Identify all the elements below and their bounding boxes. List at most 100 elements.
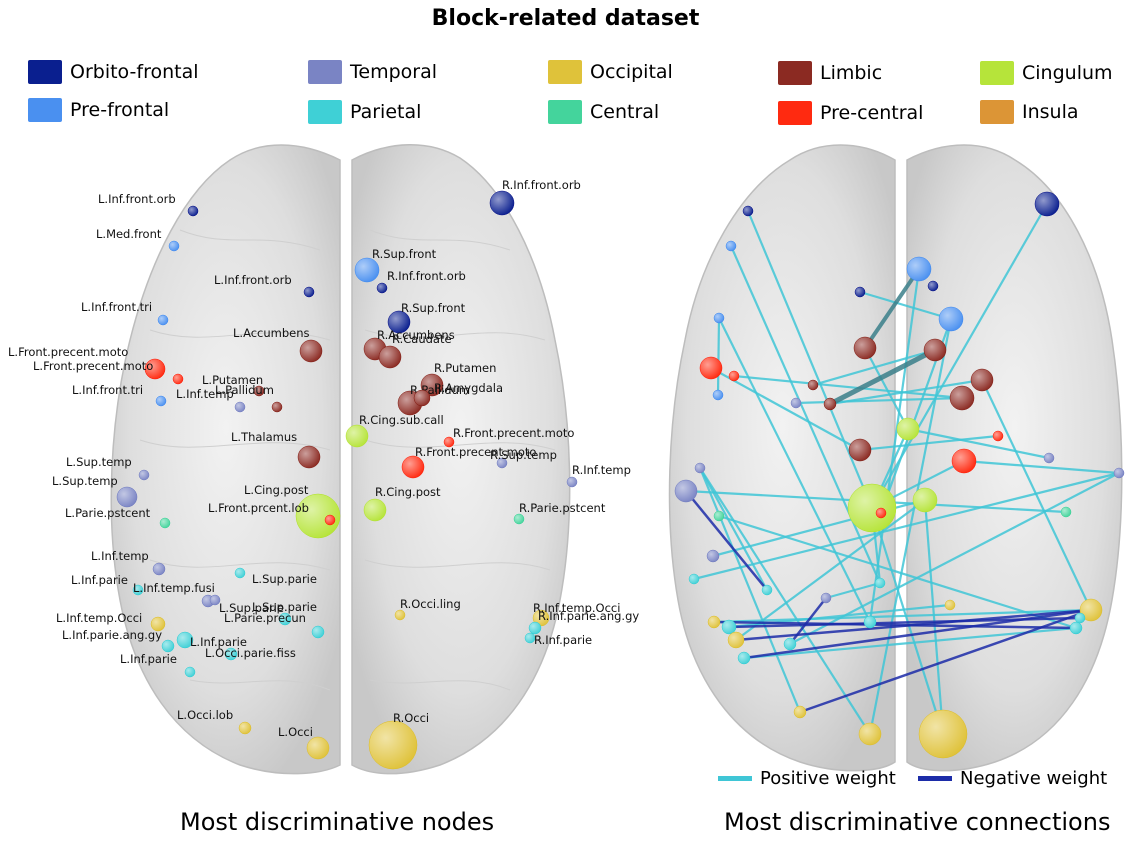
brain-node bbox=[184, 666, 196, 678]
brain-node bbox=[311, 625, 325, 639]
brain-node bbox=[172, 373, 184, 385]
legend-item-pre-frontal: Pre-frontal bbox=[28, 98, 169, 122]
brain-gyri bbox=[139, 229, 556, 691]
legend-label: Limbic bbox=[820, 62, 883, 84]
node-label: L.Inf.temp.fusi bbox=[133, 581, 215, 595]
brain-node bbox=[116, 486, 138, 508]
connection-node bbox=[912, 487, 938, 513]
caption-left: Most discriminative nodes bbox=[180, 808, 495, 836]
connection-node bbox=[863, 615, 877, 629]
connection-edge bbox=[870, 507, 945, 735]
node-label: L.Sup.temp bbox=[52, 474, 118, 488]
legend-item-limbic: Limbic bbox=[778, 61, 882, 85]
connection-node bbox=[896, 417, 920, 441]
brain-node bbox=[420, 373, 444, 397]
connection-edge bbox=[710, 367, 861, 451]
legend-swatch bbox=[28, 60, 62, 84]
negative-weight-legend: Negative weight bbox=[918, 768, 1107, 789]
connection-edge bbox=[799, 608, 1092, 714]
connection-edge bbox=[698, 467, 802, 713]
brain-node bbox=[187, 205, 199, 217]
negative-weight-label: Negative weight bbox=[960, 768, 1108, 789]
brain-node bbox=[513, 513, 525, 525]
node-label: L.Inf.front.orb bbox=[98, 192, 176, 206]
connection-node bbox=[847, 483, 897, 533]
connection-edge bbox=[963, 459, 1120, 475]
brain-node bbox=[354, 257, 380, 283]
node-label: L.Occi bbox=[278, 725, 313, 739]
legend-swatch bbox=[980, 61, 1014, 85]
connection-node bbox=[713, 312, 725, 324]
node-label: L.Sup.parie bbox=[219, 601, 284, 615]
connection-edge bbox=[789, 597, 827, 645]
connection-edge bbox=[789, 472, 1120, 645]
brain-node bbox=[368, 720, 418, 770]
connection-edge bbox=[859, 434, 999, 452]
left-hemisphere-connections bbox=[668, 144, 896, 772]
brain-node bbox=[176, 631, 194, 649]
nodes-right bbox=[674, 191, 1125, 759]
positive-weight-swatch bbox=[718, 776, 752, 781]
legend-label: Pre-central bbox=[820, 102, 924, 124]
node-label: R.Inf.temp bbox=[572, 463, 631, 477]
connection-node bbox=[790, 397, 802, 409]
connection-node bbox=[742, 205, 754, 217]
connection-node bbox=[1069, 621, 1083, 635]
node-label: R.Inf.temp.Occi bbox=[533, 601, 620, 615]
brain-node bbox=[159, 517, 171, 529]
brain-node bbox=[345, 424, 369, 448]
figure-title: Block-related dataset bbox=[431, 6, 700, 31]
brain-node bbox=[528, 621, 542, 635]
legend-label: Pre-frontal bbox=[70, 99, 170, 121]
brain-node bbox=[363, 498, 387, 522]
node-label: L.Front.precent.moto bbox=[8, 345, 128, 359]
connection-node bbox=[807, 379, 819, 391]
node-label: L.Front.precent.moto bbox=[33, 359, 153, 373]
connection-node bbox=[992, 430, 1004, 442]
connection-edge bbox=[825, 581, 881, 600]
node-label: L.Occi.parie.fiss bbox=[205, 646, 296, 660]
node-label: R.Amygdala bbox=[434, 381, 503, 395]
legend-item-pre-central: Pre-central bbox=[778, 101, 923, 125]
brain-node bbox=[238, 721, 252, 735]
legend-label: Occipital bbox=[590, 61, 673, 83]
positive-weight-label: Positive weight bbox=[760, 768, 896, 789]
connection-edge bbox=[829, 378, 983, 406]
brain-node bbox=[155, 395, 167, 407]
node-label: R.Inf.front.orb bbox=[502, 178, 581, 192]
brain-node bbox=[496, 457, 508, 469]
connection-edge bbox=[729, 245, 882, 584]
connection-node bbox=[858, 722, 882, 746]
node-label: R.Inf.front.orb bbox=[387, 269, 466, 283]
legend-swatch bbox=[548, 60, 582, 84]
node-label: L.Sup.temp bbox=[66, 455, 132, 469]
node-label: R.Sup.front bbox=[401, 301, 466, 315]
connection-edge bbox=[718, 514, 1077, 630]
node-label: R.Accumbens bbox=[377, 328, 455, 342]
connection-edges bbox=[685, 203, 1120, 735]
brain-node bbox=[209, 594, 221, 606]
node-label: R.Cing.sub.call bbox=[359, 413, 444, 427]
node-label: L.Inf.parie bbox=[190, 635, 247, 649]
connection-node bbox=[694, 462, 706, 474]
legend-item-cingulum: Cingulum bbox=[980, 61, 1113, 85]
connection-node bbox=[918, 709, 968, 759]
node-label: L.Cing.post bbox=[244, 483, 309, 497]
brain-node bbox=[378, 345, 402, 369]
connection-node bbox=[761, 584, 773, 596]
brain-node bbox=[161, 639, 175, 653]
legend-item-orbito-frontal: Orbito-frontal bbox=[28, 60, 199, 84]
brain-node bbox=[489, 190, 515, 216]
connection-node bbox=[944, 599, 956, 611]
legend-item-occipital: Occipital bbox=[548, 60, 673, 84]
connection-node bbox=[688, 573, 700, 585]
connection-node bbox=[1060, 506, 1072, 518]
connection-node bbox=[783, 637, 797, 651]
connection-node bbox=[1043, 452, 1055, 464]
connection-edge bbox=[713, 608, 1092, 624]
connection-node bbox=[923, 338, 947, 362]
brain-node bbox=[168, 240, 180, 252]
node-label: L.Inf.front.tri bbox=[72, 383, 143, 397]
brain-node bbox=[376, 282, 388, 294]
node-label: R.Cing.post bbox=[375, 485, 441, 499]
